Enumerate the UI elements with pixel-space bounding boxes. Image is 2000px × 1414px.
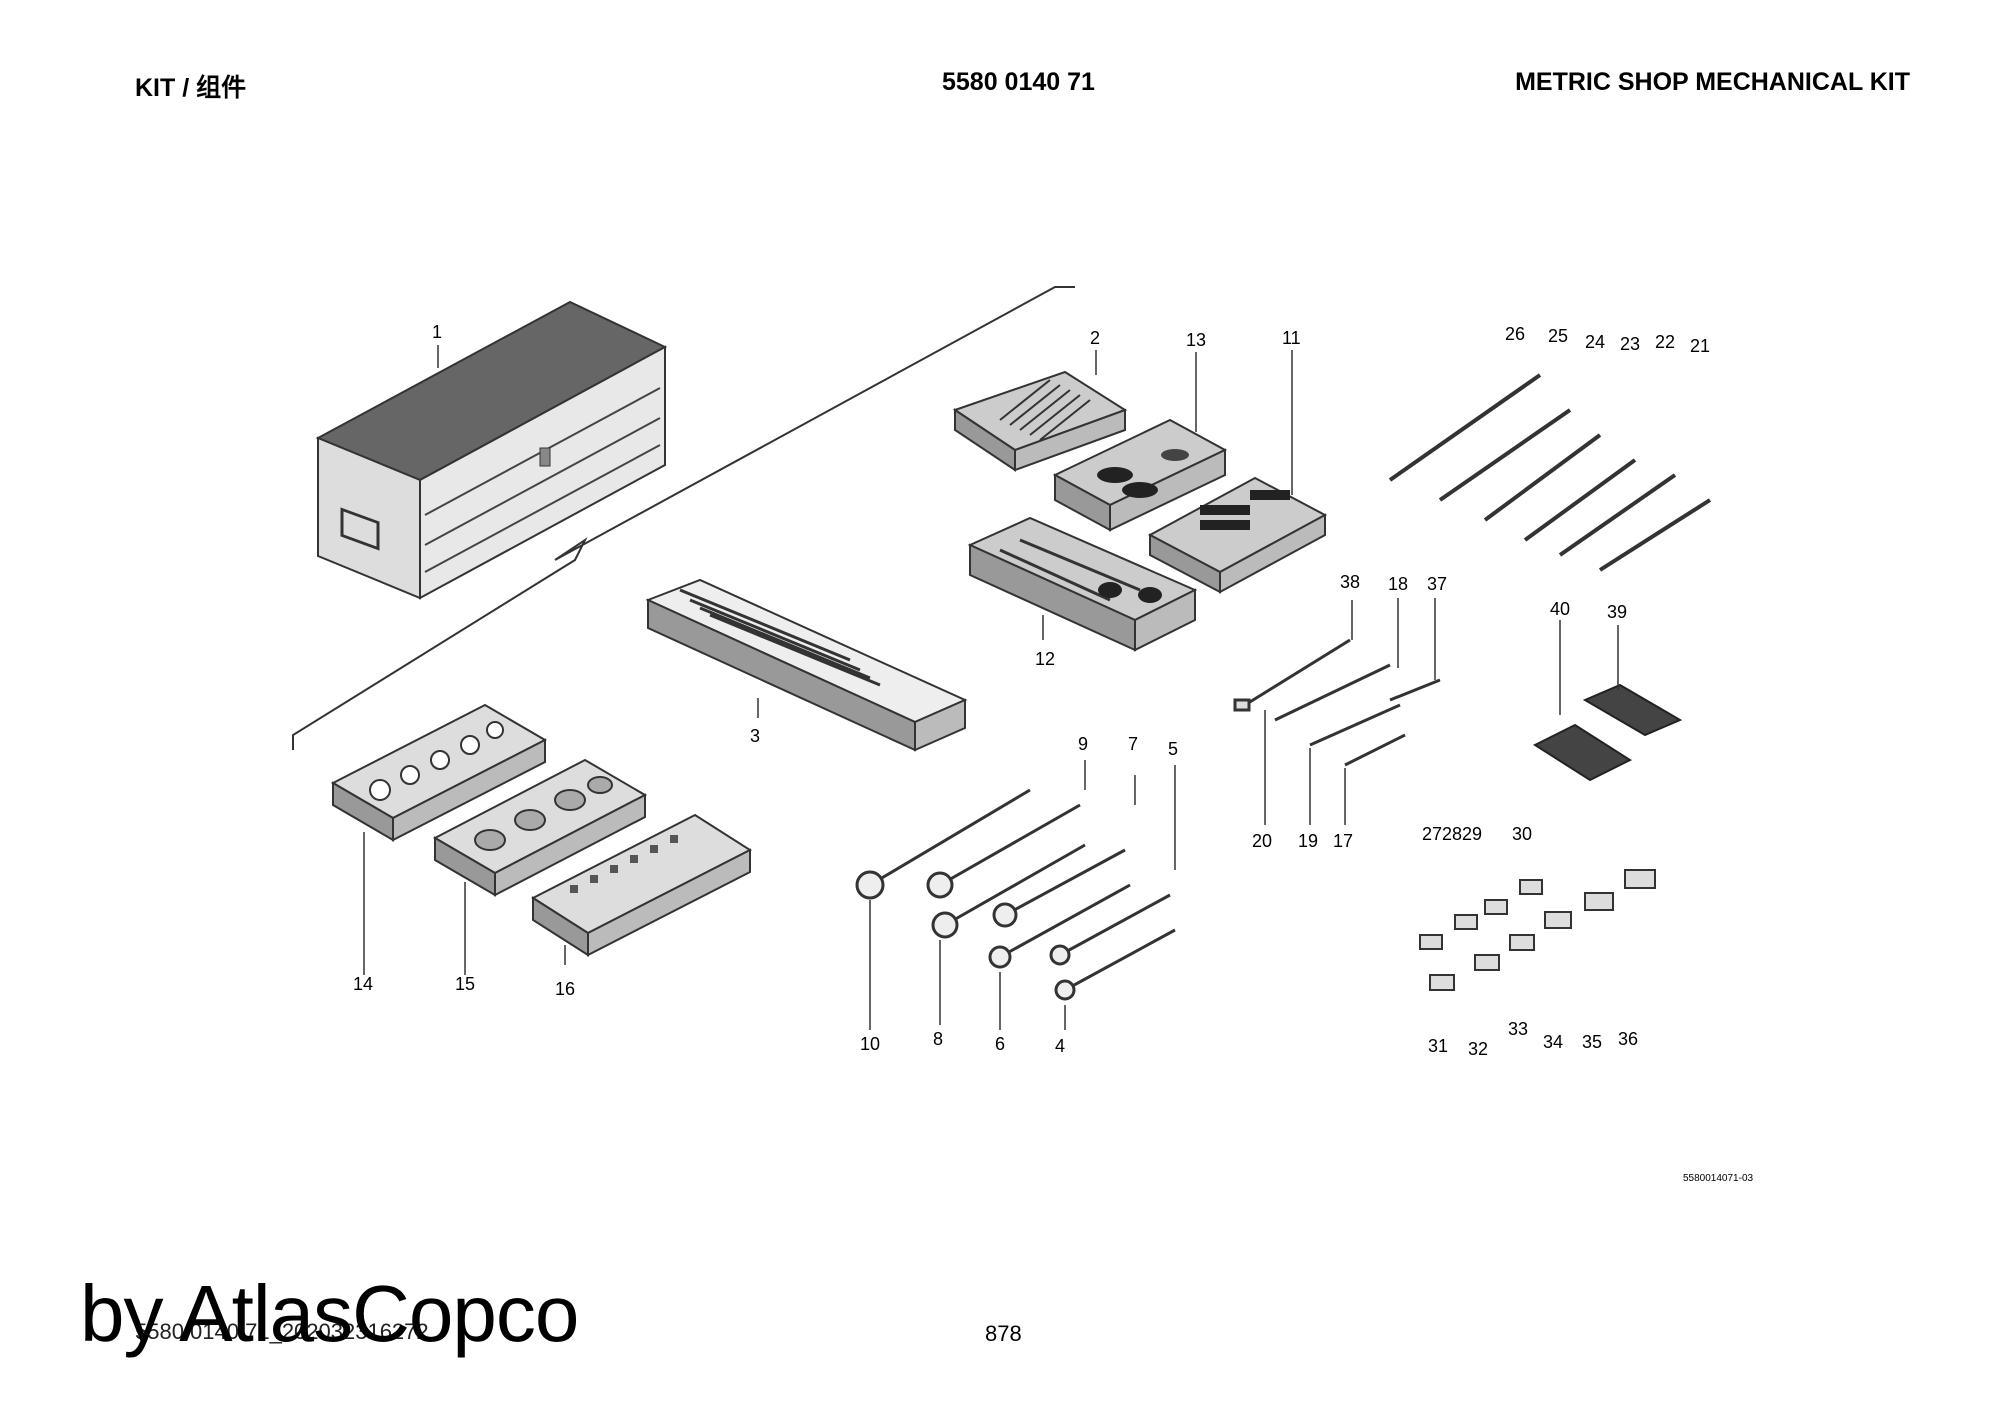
tray-3 xyxy=(645,578,968,752)
header-kit-label: KIT / 组件 xyxy=(135,74,247,102)
header-part-number: 5580 0140 71 xyxy=(942,68,1095,96)
callout-24: 24 xyxy=(1585,332,1605,352)
callout-39: 39 xyxy=(1607,602,1627,622)
callout-272829: 272829 xyxy=(1422,824,1482,844)
callout-34: 34 xyxy=(1543,1032,1563,1052)
header-title: METRIC SHOP MECHANICAL KIT xyxy=(1515,68,1910,96)
callout-5: 5 xyxy=(1168,739,1178,759)
callout-31: 31 xyxy=(1428,1036,1448,1056)
watermark: by AtlasCopco xyxy=(80,1269,579,1358)
tray-15 xyxy=(432,758,648,897)
callout-16: 16 xyxy=(555,979,575,999)
tray-2 xyxy=(952,370,1128,472)
callout-4: 4 xyxy=(1055,1036,1065,1056)
callout-2: 2 xyxy=(1090,328,1100,348)
callout-19: 19 xyxy=(1298,831,1318,851)
callout-3: 3 xyxy=(750,726,760,746)
footer-file-name: 5580 0140 71_202032316272 xyxy=(135,1319,429,1344)
crowfoot-wrenches xyxy=(1419,869,1656,991)
callout-32: 32 xyxy=(1468,1039,1488,1059)
combination-wrenches xyxy=(855,788,1176,1001)
callout-22: 22 xyxy=(1655,332,1675,352)
callout-7: 7 xyxy=(1128,734,1138,754)
callout-25: 25 xyxy=(1548,326,1568,346)
callout-37: 37 xyxy=(1427,574,1447,594)
leader-lines xyxy=(363,345,1619,1030)
callout-33: 33 xyxy=(1508,1019,1528,1039)
callout-18: 18 xyxy=(1388,574,1408,594)
extension-bars xyxy=(1233,638,1441,767)
callout-30: 30 xyxy=(1512,824,1532,844)
tool-chest xyxy=(315,300,668,600)
callout-1: 1 xyxy=(432,322,442,342)
callout-12: 12 xyxy=(1035,649,1055,669)
callout-9: 9 xyxy=(1078,734,1088,754)
folding-hex-key-sets xyxy=(1532,683,1683,782)
tray-11 xyxy=(1147,476,1328,594)
callout-40: 40 xyxy=(1550,599,1570,619)
tray-14 xyxy=(330,703,548,842)
callout-11: 11 xyxy=(1282,328,1301,348)
tray-16 xyxy=(530,813,753,957)
callout-21: 21 xyxy=(1690,336,1710,356)
callout-36: 36 xyxy=(1618,1029,1638,1049)
callout-15: 15 xyxy=(455,974,475,994)
callout-labels: 1 2 3 4 5 6 7 8 9 10 11 12 13 14 15 16 1… xyxy=(353,322,1710,1059)
callout-38: 38 xyxy=(1340,572,1360,592)
tray-12 xyxy=(967,516,1198,652)
callout-17: 17 xyxy=(1333,831,1353,851)
callout-14: 14 xyxy=(353,974,373,994)
callout-26: 26 xyxy=(1505,324,1525,344)
callout-10: 10 xyxy=(860,1034,880,1054)
tubular-wrenches xyxy=(1388,373,1712,572)
callout-8: 8 xyxy=(933,1029,943,1049)
tray-13 xyxy=(1052,418,1228,532)
callout-13: 13 xyxy=(1186,330,1206,350)
callout-35: 35 xyxy=(1582,1032,1602,1052)
callout-20: 20 xyxy=(1252,831,1272,851)
callout-6: 6 xyxy=(995,1034,1005,1054)
figure-id: 5580014071-03 xyxy=(1683,1173,1754,1184)
page-number: 878 xyxy=(985,1321,1022,1346)
callout-23: 23 xyxy=(1620,334,1640,354)
